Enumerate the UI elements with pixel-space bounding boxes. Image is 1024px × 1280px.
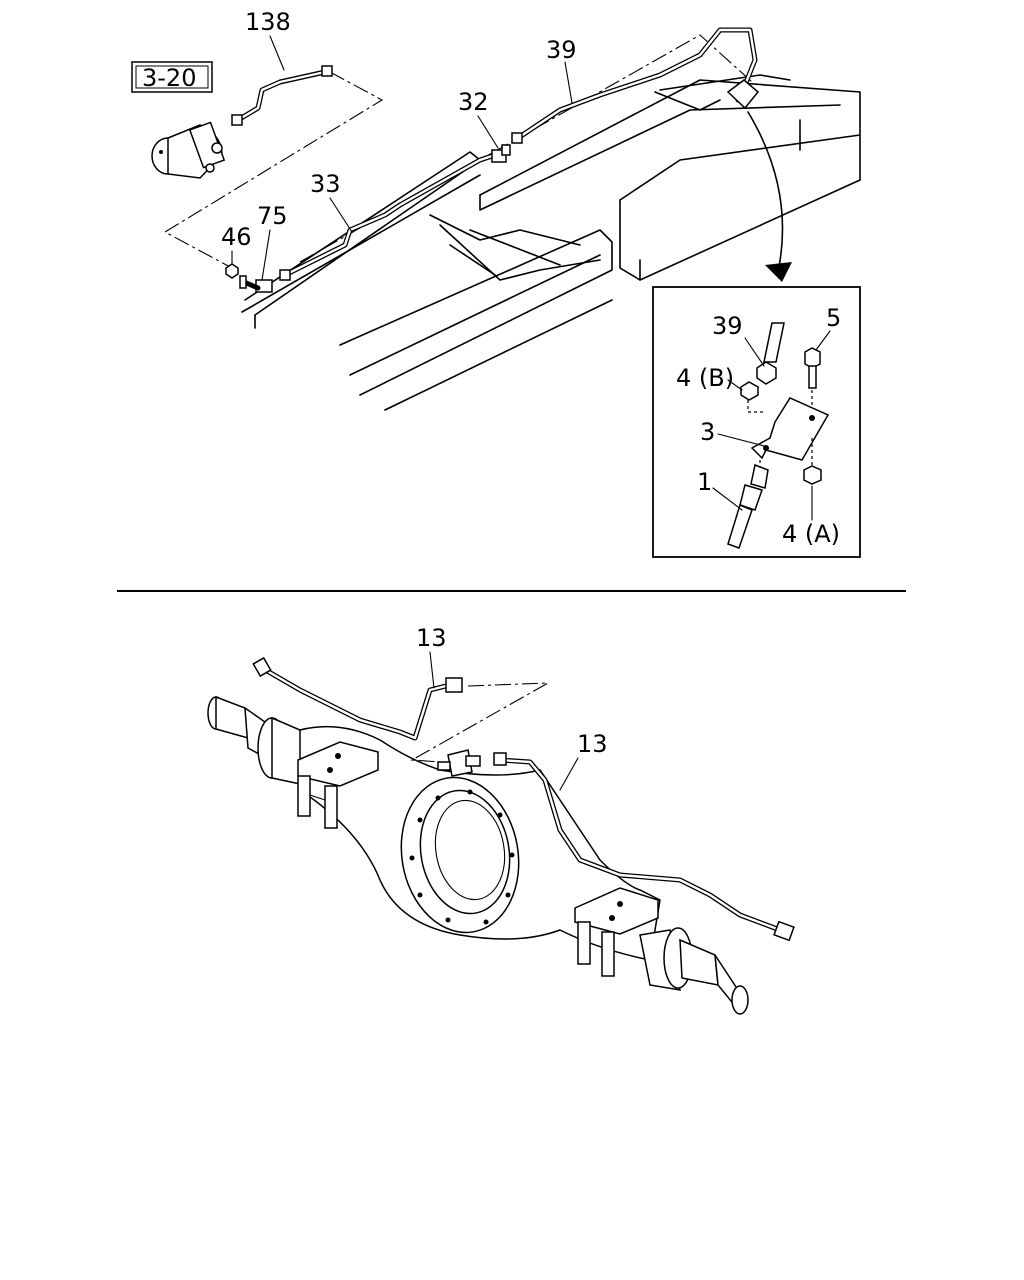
pipe-13-right bbox=[493, 752, 795, 942]
pipe-138 bbox=[231, 65, 333, 126]
ref-box-label: 3-20 bbox=[142, 64, 196, 92]
inset-label-5: 5 bbox=[826, 304, 841, 332]
inset-label-1: 1 bbox=[697, 468, 712, 496]
fitting-75 bbox=[239, 275, 273, 293]
pipe-33 bbox=[279, 152, 498, 281]
label-39: 39 bbox=[546, 36, 577, 64]
pipe-39 bbox=[511, 27, 760, 144]
frame-assembly bbox=[241, 74, 861, 411]
tee-fitting bbox=[437, 749, 481, 777]
label-32: 32 bbox=[458, 88, 489, 116]
nut-46 bbox=[225, 263, 239, 279]
label-75: 75 bbox=[257, 202, 288, 230]
bottom-label-13b: 13 bbox=[577, 730, 608, 758]
inset-label-4a: 4 (A) bbox=[782, 520, 840, 548]
inset-label-4b: 4 (B) bbox=[676, 364, 734, 392]
brake-chamber bbox=[151, 121, 226, 179]
leader-lines-bottom bbox=[410, 682, 549, 763]
leader-lines-top bbox=[163, 34, 753, 269]
pipe-13-left bbox=[252, 656, 463, 741]
inset-label-39: 39 bbox=[712, 312, 743, 340]
fitting-32 bbox=[491, 144, 511, 163]
inset-label-3: 3 bbox=[700, 418, 715, 446]
flange-bolts bbox=[409, 789, 515, 925]
ref-box bbox=[131, 61, 213, 93]
bottom-callouts: 13 13 bbox=[416, 624, 608, 791]
detail-inset: 39 5 4 (B) 3 1 4 (A) bbox=[652, 286, 861, 558]
detail-arrow bbox=[747, 111, 792, 282]
top-callouts: 3-20 138 39 32 33 75 46 bbox=[131, 8, 577, 281]
label-33: 33 bbox=[310, 170, 341, 198]
rear-axle bbox=[207, 695, 749, 1015]
bottom-label-13a: 13 bbox=[416, 624, 447, 652]
label-138: 138 bbox=[245, 8, 291, 36]
label-46: 46 bbox=[221, 223, 252, 251]
